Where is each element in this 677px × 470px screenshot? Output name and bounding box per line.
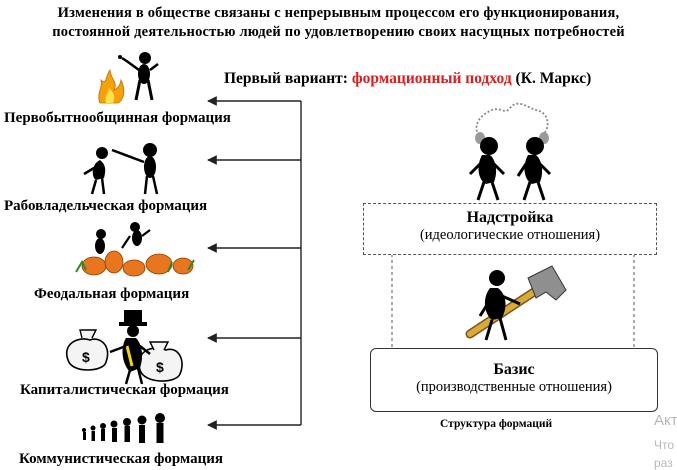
slave-owning-illustration [83,143,159,195]
variant-prefix: Первый вариант: [224,70,348,87]
structure-caption: Структура формаций [440,418,553,430]
watermark-line-2: Что [654,438,675,452]
variant-approach: формационный подход [351,70,512,87]
watermark-line-3: раз [654,456,673,470]
formation-label-feudal: Феодальная формация [34,286,190,302]
caveman-figure [139,52,151,64]
basis-subtitle: (производственные отношения) [416,379,612,395]
feudal-illustration [75,222,195,277]
basis-illustration [465,265,567,341]
variant-author-open: ( [515,70,521,87]
formation-label-communist: Коммунистическая формация [19,451,223,467]
formation-label-slave: Рабовладельческая формация [4,198,208,214]
variant-line: Первый вариант: формационный подход (К. … [224,70,591,88]
superstructure-title: Надстройка [466,209,554,226]
basis-title: Базис [493,361,535,378]
variant-author: К. Маркс [520,70,587,87]
primitive-illustration [98,52,159,104]
watermark-line-1: Акт [654,412,677,429]
basis-box: Базис (производственные отношения) [370,348,658,412]
pumpkin-icon [75,250,195,277]
variant-author-close: ) [586,70,592,87]
svg-text:$: $ [156,359,164,375]
superstructure-illustration [468,102,552,201]
fire-icon [98,69,125,104]
communist-illustration [82,413,165,443]
superstructure-subtitle: (идеологические отношения) [419,227,601,243]
capitalist-illustration: $ $ [65,310,183,385]
superstructure-box: Надстройка (идеологические отношения) [363,203,657,255]
thought-loop [475,102,549,139]
svg-text:$: $ [82,349,90,365]
header-text: Изменения в обществе связаны с непрерывн… [0,4,677,42]
formation-label-primitive: Первобытнообщинная формация [4,110,231,126]
hammer-icon [465,265,567,339]
formation-label-capitalist: Капиталистическая формация [20,382,229,398]
header-line-2: постоянной деятельностью людей по удовле… [52,24,625,40]
money-bag-icon: $ $ [65,329,183,382]
header-line-1: Изменения в обществе связаны с непрерывн… [57,5,620,21]
